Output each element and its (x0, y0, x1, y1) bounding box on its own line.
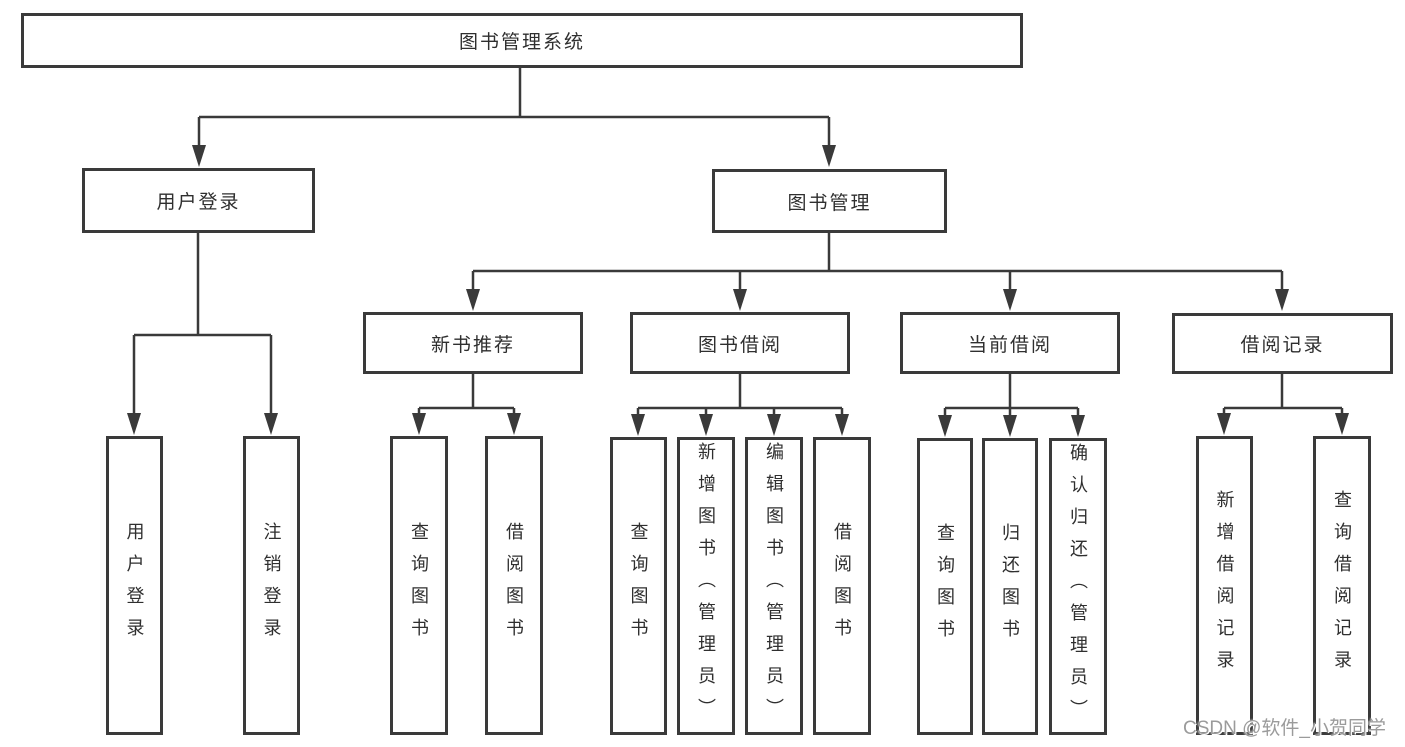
node-new-book-recommend-label: 新书推荐 (430, 334, 515, 356)
node-user-login-label: 用户登录 (156, 192, 241, 213)
leaf-return-books: 归还图书 (982, 438, 1038, 735)
watermark: CSDN @软件_小贺同学 (1183, 718, 1386, 739)
leaf-user-login: 用户登录 (106, 436, 163, 735)
leaf-query-borrow-record-label: 查询借阅记录 (1332, 489, 1352, 682)
leaf-logout: 注销登录 (243, 436, 300, 735)
node-book-management: 图书管理 (712, 169, 947, 233)
leaf-query-books-1-label: 查询图书 (409, 521, 429, 650)
node-user-login: 用户登录 (82, 168, 315, 233)
node-borrowing-records: 借阅记录 (1172, 313, 1393, 374)
connector-current-to-leaves (938, 374, 1085, 437)
leaf-borrow-books-1-label: 借阅图书 (504, 521, 524, 650)
leaf-user-login-label: 用户登录 (124, 521, 145, 650)
node-borrowing-records-label: 借阅记录 (1240, 335, 1325, 356)
node-book-management-label: 图书管理 (787, 192, 872, 214)
leaf-query-books-2-label: 查询图书 (628, 522, 649, 650)
leaf-borrow-books-1: 借阅图书 (485, 436, 543, 735)
node-root: 图书管理系统 (21, 13, 1023, 68)
connector-borrowing-to-leaves (631, 374, 849, 436)
leaf-confirm-return-admin-label: 确认归还（管理员） (1068, 442, 1088, 731)
leaf-return-books-label: 归还图书 (1000, 522, 1020, 651)
leaf-confirm-return-admin: 确认归还（管理员） (1049, 438, 1107, 735)
leaf-add-borrow-record-label: 新增借阅记录 (1214, 489, 1235, 682)
node-root-label: 图书管理系统 (458, 32, 585, 53)
leaf-query-books-3: 查询图书 (917, 438, 973, 735)
leaf-borrow-books-2-label: 借阅图书 (832, 522, 852, 650)
connector-bookmgmt-to-level3 (466, 233, 1289, 311)
node-book-borrowing: 图书借阅 (630, 312, 850, 374)
connector-newbooks-to-leaves (412, 374, 521, 435)
leaf-query-books-3-label: 查询图书 (935, 522, 955, 651)
connector-root-to-level2 (192, 68, 836, 167)
leaf-query-borrow-record: 查询借阅记录 (1313, 436, 1371, 735)
leaf-add-books-admin: 新增图书（管理员） (677, 437, 735, 735)
leaf-add-borrow-record: 新增借阅记录 (1196, 436, 1253, 735)
connector-records-to-leaves (1217, 374, 1349, 435)
leaf-query-books-1: 查询图书 (390, 436, 448, 735)
leaf-edit-books-admin-label: 编辑图书（管理员） (764, 442, 784, 730)
leaf-edit-books-admin: 编辑图书（管理员） (745, 437, 803, 735)
node-new-book-recommend: 新书推荐 (363, 312, 583, 374)
node-current-borrowing-label: 当前借阅 (967, 334, 1052, 356)
leaf-query-books-2: 查询图书 (610, 437, 667, 735)
leaf-borrow-books-2: 借阅图书 (813, 437, 871, 735)
leaf-add-books-admin-label: 新增图书（管理员） (696, 442, 716, 730)
node-book-borrowing-label: 图书借阅 (697, 334, 782, 356)
node-current-borrowing: 当前借阅 (900, 312, 1120, 374)
leaf-logout-label: 注销登录 (261, 521, 282, 650)
connector-userlogin-to-leaves (127, 233, 278, 435)
